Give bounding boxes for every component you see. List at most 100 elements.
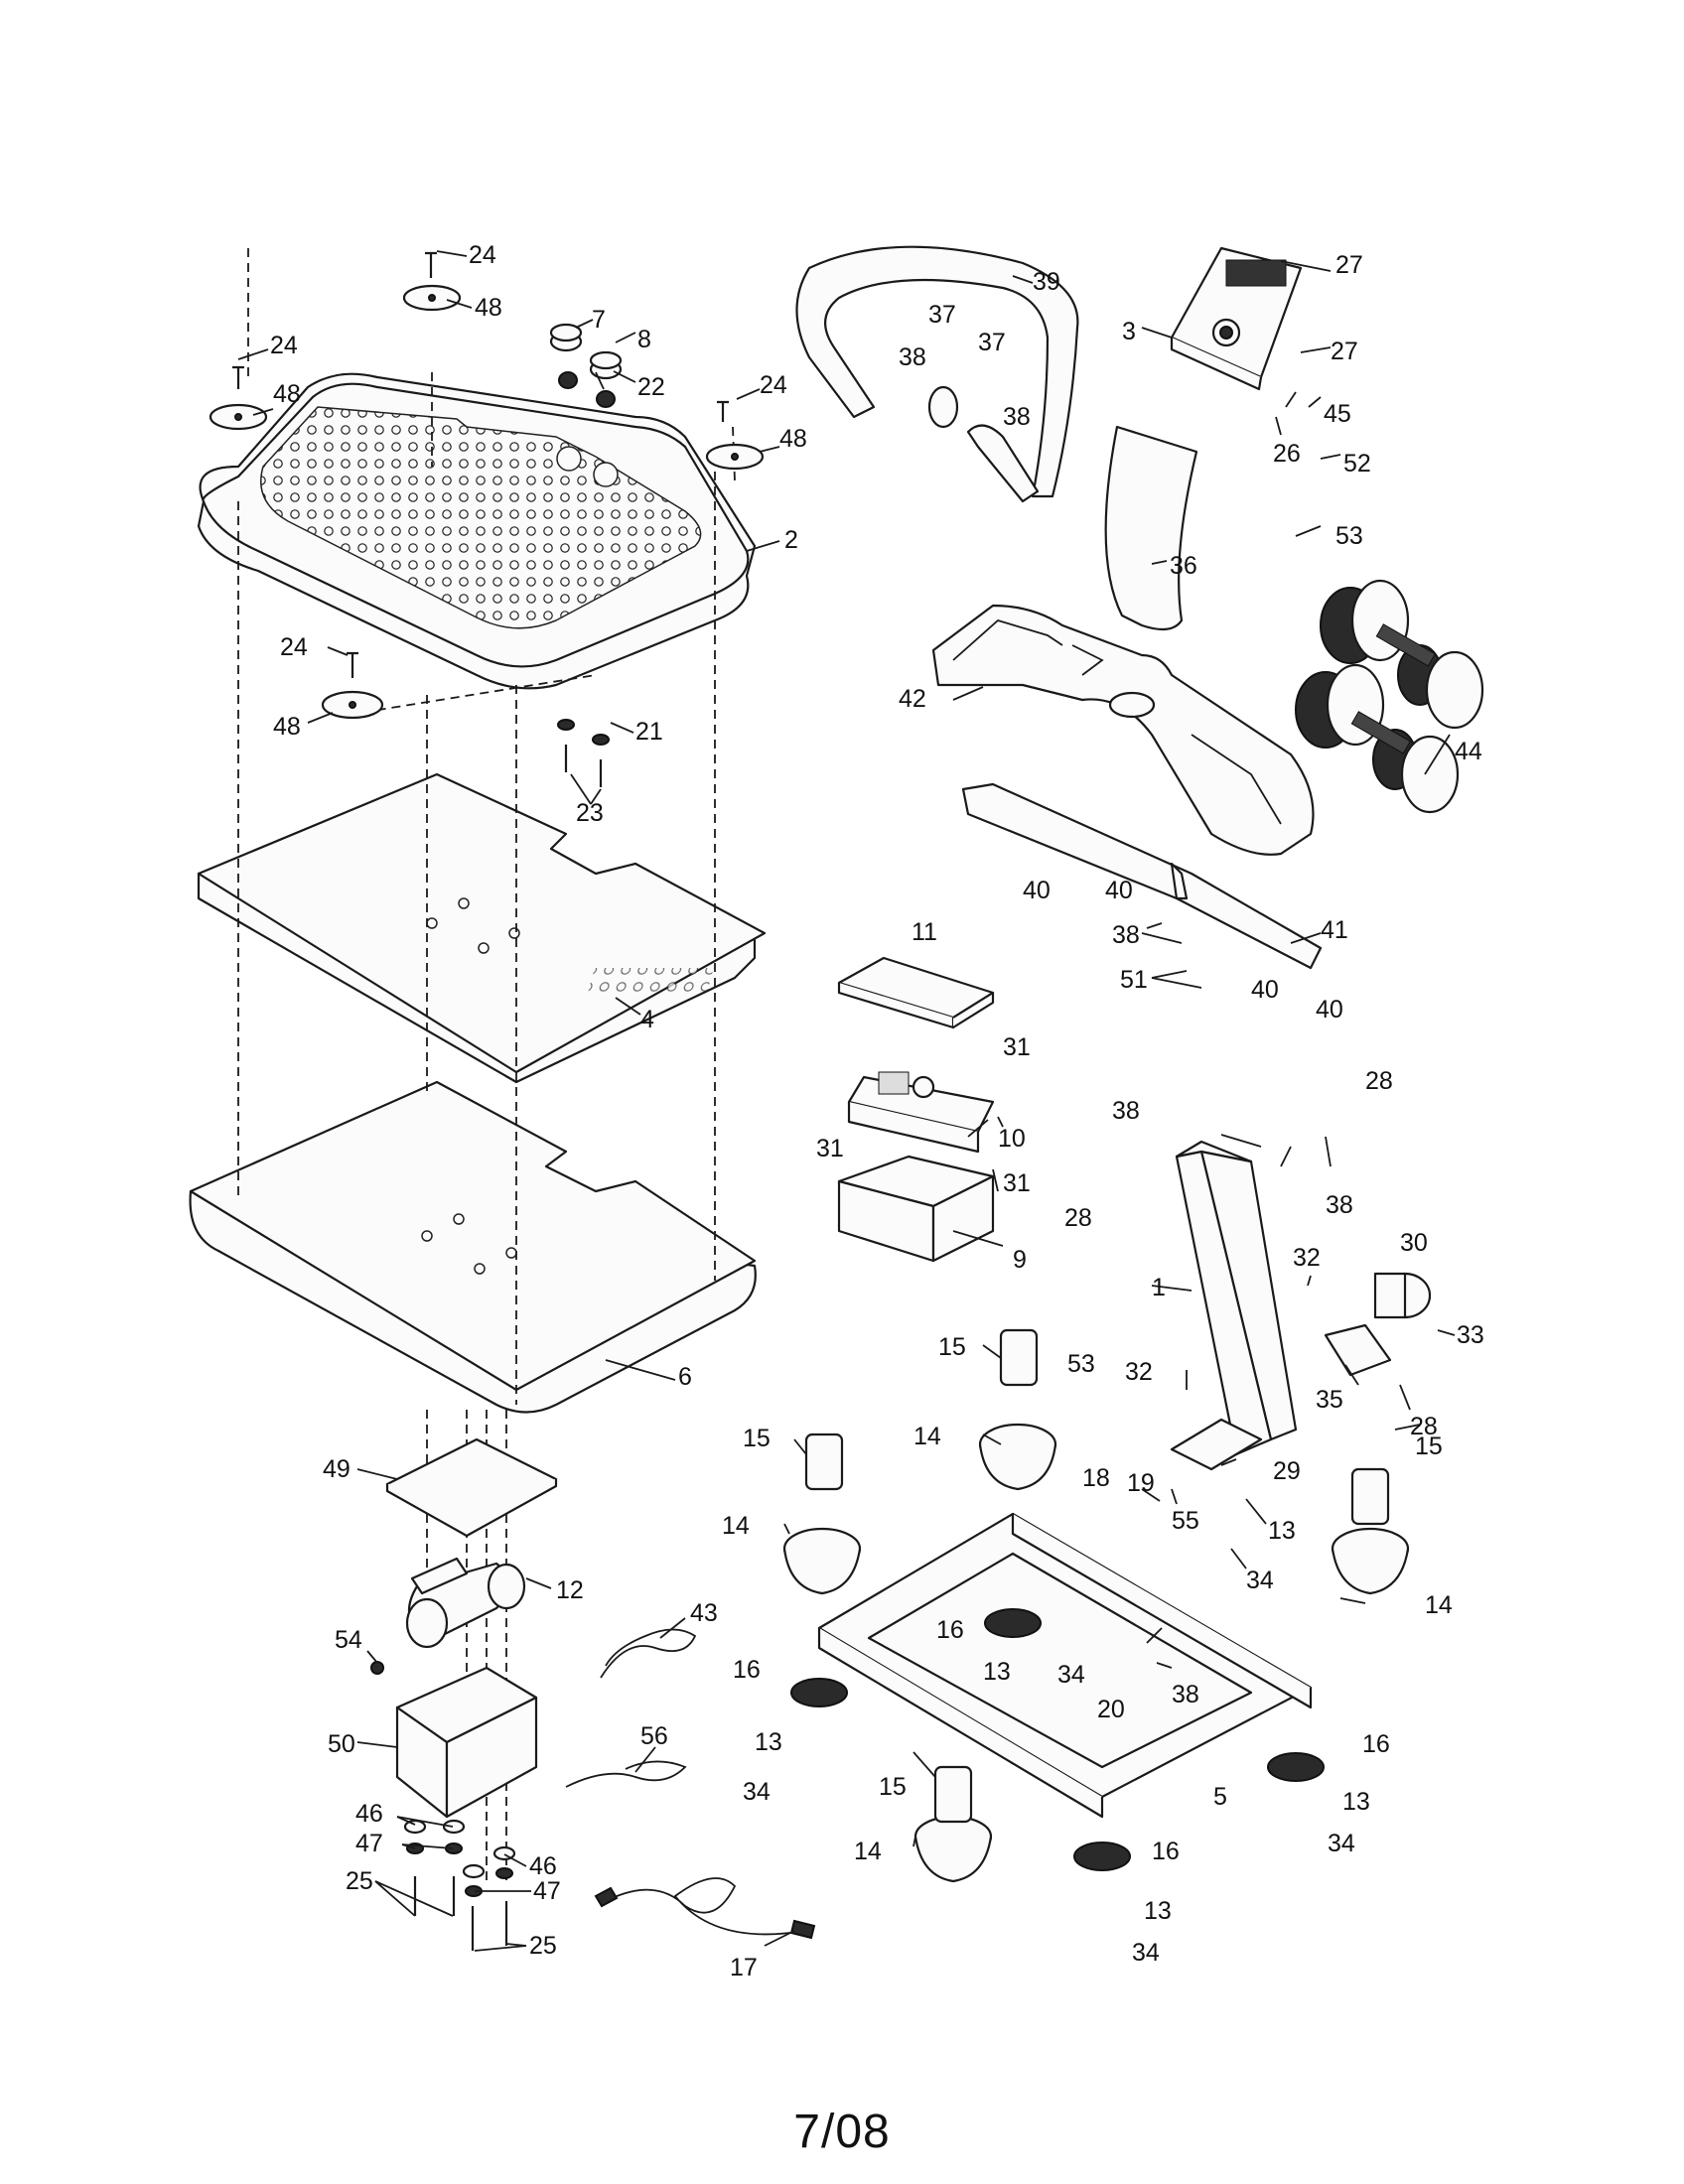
- callout-27: 27: [1331, 338, 1358, 365]
- callout-28: 28: [1410, 1413, 1438, 1440]
- callout-16: 16: [733, 1656, 761, 1684]
- callout-13: 13: [1268, 1517, 1296, 1545]
- callout-56: 56: [640, 1722, 668, 1750]
- callout-47: 47: [355, 1830, 383, 1857]
- callout-14: 14: [854, 1838, 882, 1865]
- callout-43: 43: [690, 1599, 718, 1627]
- callout-34: 34: [1132, 1939, 1160, 1967]
- callout-12: 12: [556, 1576, 584, 1604]
- callout-28: 28: [1365, 1067, 1393, 1095]
- dumbbells-part-44: [1295, 579, 1484, 814]
- callout-labels: 24 48 24 48 7 8 22 24 48 2 24 48 21 23 4…: [270, 241, 1484, 1981]
- callout-24: 24: [280, 633, 308, 661]
- callout-13: 13: [1144, 1897, 1172, 1925]
- callout-13: 13: [1342, 1788, 1370, 1816]
- callout-48: 48: [779, 425, 807, 453]
- callout-29: 29: [1273, 1457, 1301, 1485]
- housing-part-50: [370, 1661, 538, 1819]
- callout-18: 18: [1082, 1464, 1110, 1492]
- callout-24: 24: [469, 241, 496, 269]
- bracket-parts-30-35: [1324, 1272, 1432, 1377]
- callout-27: 27: [1335, 251, 1363, 279]
- base-sheet-part-6: [189, 1080, 757, 1414]
- callout-37: 37: [978, 329, 1006, 356]
- callout-50: 50: [328, 1730, 355, 1758]
- cords: [565, 1628, 816, 1940]
- callout-15: 15: [879, 1773, 907, 1801]
- callout-52: 52: [1343, 450, 1371, 478]
- callout-53: 53: [1067, 1350, 1095, 1378]
- callout-33: 33: [1457, 1321, 1484, 1349]
- callout-15: 15: [743, 1425, 771, 1452]
- callout-6: 6: [678, 1363, 692, 1391]
- leader-lines: [237, 250, 1456, 1952]
- middle-sheet-part-4: [197, 772, 767, 1084]
- callout-25: 25: [529, 1932, 557, 1960]
- callout-34: 34: [1057, 1661, 1085, 1689]
- callout-7: 7: [592, 306, 606, 334]
- callout-44: 44: [1455, 738, 1482, 765]
- upright-post-part-1: [1170, 1140, 1298, 1471]
- crossbar-part-41: [961, 782, 1323, 970]
- callout-45: 45: [1324, 400, 1351, 428]
- callout-38: 38: [1172, 1681, 1199, 1708]
- callout-1: 1: [1152, 1274, 1166, 1301]
- callout-20: 20: [1097, 1696, 1125, 1723]
- callout-24: 24: [760, 371, 787, 399]
- callout-10: 10: [998, 1125, 1026, 1153]
- upright-cover-part-36: [1104, 425, 1198, 631]
- callout-11: 11: [912, 918, 937, 946]
- callout-46: 46: [529, 1852, 557, 1880]
- callout-15: 15: [938, 1333, 966, 1361]
- callout-22: 22: [637, 373, 665, 401]
- callout-16: 16: [1152, 1838, 1180, 1865]
- callout-21: 21: [635, 718, 663, 746]
- callout-34: 34: [1246, 1567, 1274, 1594]
- callout-37: 37: [928, 301, 956, 329]
- handlebar-cover-part-42: [931, 604, 1315, 856]
- callout-51: 51: [1120, 966, 1148, 994]
- callout-55: 55: [1172, 1507, 1199, 1535]
- callout-40: 40: [1105, 877, 1133, 904]
- callout-48: 48: [273, 713, 301, 741]
- callout-34: 34: [743, 1778, 771, 1806]
- callout-31: 31: [816, 1135, 844, 1162]
- callout-54: 54: [335, 1626, 362, 1654]
- callout-42: 42: [899, 685, 926, 713]
- callout-17: 17: [730, 1954, 758, 1981]
- callout-4: 4: [640, 1006, 654, 1033]
- callout-35: 35: [1316, 1386, 1343, 1414]
- callout-36: 36: [1170, 552, 1197, 580]
- callout-39: 39: [1033, 268, 1060, 296]
- callout-38: 38: [1003, 403, 1031, 431]
- top-platform-part-2: [197, 372, 757, 690]
- bottom-fasteners-left: [403, 1819, 516, 1951]
- callout-48: 48: [475, 294, 502, 322]
- callout-31: 31: [1003, 1033, 1031, 1061]
- callout-26: 26: [1273, 440, 1301, 468]
- feet-parts: [782, 1328, 1410, 1883]
- callout-38: 38: [1112, 1097, 1140, 1125]
- page-number: 7/08: [793, 2106, 891, 2158]
- callout-24: 24: [270, 332, 298, 359]
- callout-38: 38: [899, 343, 926, 371]
- callout-25: 25: [346, 1867, 373, 1895]
- callout-46: 46: [355, 1800, 383, 1828]
- electronics-parts-9-10-11: [586, 956, 995, 1263]
- callout-53: 53: [1335, 522, 1363, 550]
- callout-14: 14: [913, 1423, 941, 1450]
- callout-15: 15: [1415, 1433, 1443, 1460]
- callout-13: 13: [983, 1658, 1011, 1686]
- callout-3: 3: [1122, 318, 1136, 345]
- callout-49: 49: [323, 1455, 351, 1483]
- callout-14: 14: [722, 1512, 750, 1540]
- callout-9: 9: [1013, 1246, 1027, 1274]
- callout-34: 34: [1328, 1830, 1355, 1857]
- callout-38: 38: [1326, 1191, 1353, 1219]
- callout-40: 40: [1251, 976, 1279, 1004]
- callout-16: 16: [936, 1616, 964, 1644]
- callout-38: 38: [1112, 921, 1140, 949]
- fasteners-left: [209, 251, 765, 787]
- callout-16: 16: [1362, 1730, 1390, 1758]
